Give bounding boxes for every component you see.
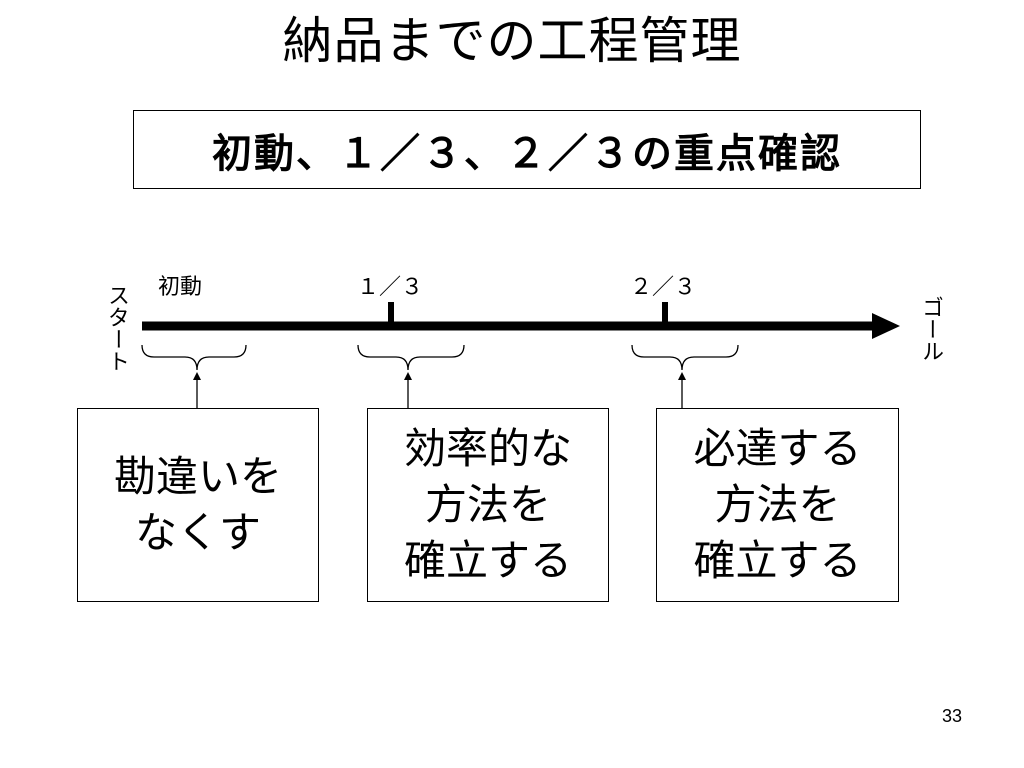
timeline-arrow-head: [872, 313, 900, 339]
subtitle-text: 初動、１／３、２／３の重点確認: [212, 130, 842, 177]
brace-twothird: [631, 344, 739, 371]
brace-third: [357, 344, 465, 371]
connector-initial-arrowhead: [193, 372, 201, 380]
milestone-label-initial: 初動: [158, 275, 203, 300]
box-line: 勘違いを: [113, 452, 282, 501]
box-line: 方法を: [714, 480, 841, 529]
milestone-label-third: １／３: [357, 275, 424, 300]
box-line: 方法を: [424, 480, 551, 529]
goal-box-third: 効率的な 方法を 確立する: [367, 408, 609, 602]
box-line: 確立する: [693, 536, 862, 585]
goal-label: ゴール: [918, 296, 943, 362]
connector-third-arrowhead: [404, 372, 412, 380]
start-label: スタート: [104, 284, 129, 372]
connector-twothird-arrowhead: [678, 372, 686, 380]
box-line: 効率的な: [403, 424, 572, 473]
milestone-label-twothird: ２／３: [630, 275, 697, 300]
goal-box-initial: 勘違いを なくす: [77, 408, 319, 602]
brace-initial: [141, 344, 247, 371]
box-line: 確立する: [403, 536, 572, 585]
page-number: 33: [941, 706, 962, 726]
box-line: なくす: [134, 508, 261, 557]
slide-title: 納品までの工程管理: [282, 12, 742, 70]
goal-box-twothird: 必達する 方法を 確立する: [656, 408, 899, 602]
box-line: 必達する: [693, 424, 862, 473]
subtitle-box: 初動、１／３、２／３の重点確認: [133, 110, 921, 189]
